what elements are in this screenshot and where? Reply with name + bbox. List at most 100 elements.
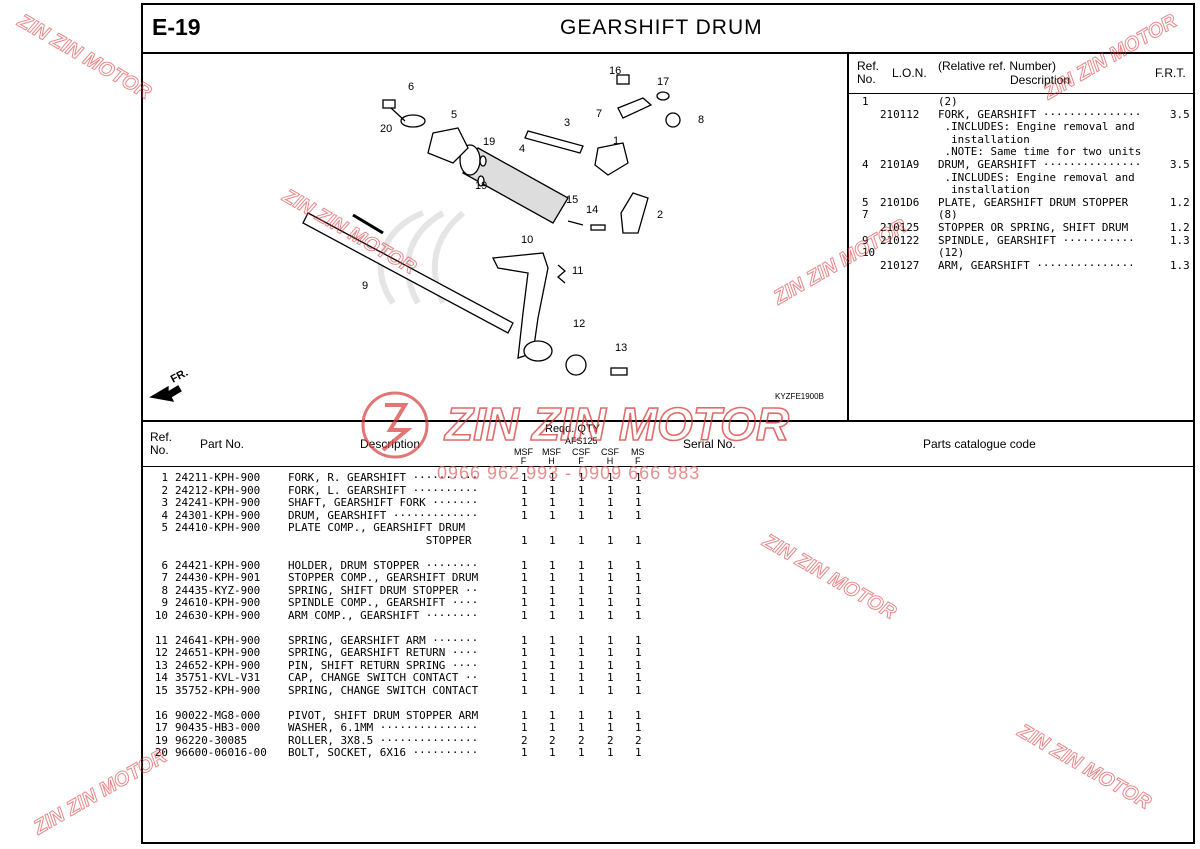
part-qty: 1 — [607, 608, 614, 622]
stopper-plate — [427, 127, 469, 164]
part-ref: 2 — [161, 483, 168, 497]
part-qty: 1 — [578, 746, 585, 759]
parts-header-col5: MS F — [631, 447, 645, 466]
part-qty: 1 — [635, 533, 642, 547]
frt-desc: installation — [938, 132, 1030, 146]
part-number: 24435-KYZ-900 — [175, 583, 261, 597]
part-number: 24651-KPH-900 — [175, 646, 261, 659]
part-qty: 1 — [607, 658, 614, 672]
part-description: STOPPER — [288, 533, 472, 547]
part-qty: 1 — [549, 658, 556, 672]
part-qty: 1 — [578, 721, 585, 734]
part-ref: 4 — [161, 508, 168, 522]
frt-desc: installation — [938, 183, 1030, 197]
frt-desc: .NOTE: Same time for two units — [938, 145, 1142, 159]
part-qty: 2 — [607, 733, 614, 747]
part-ref: 9 — [161, 596, 168, 609]
part-description: FORK, L. GEARSHIFT ·········· — [288, 483, 479, 497]
part-number: 35752-KPH-900 — [175, 683, 261, 697]
part-qty: 1 — [578, 583, 585, 597]
callout: 5 — [451, 109, 457, 121]
frt-header-ref: Ref. No. — [857, 59, 880, 86]
frt-desc: (12) — [938, 246, 965, 260]
frt-desc: SPINDLE, GEARSHIFT ··········· — [938, 233, 1135, 247]
title-divider — [143, 52, 1193, 54]
part-qty: 1 — [521, 596, 528, 609]
part-description: WASHER, 6.1MM ··············· — [288, 721, 479, 734]
frt-lon: 210125 — [880, 221, 920, 234]
part-description: ARM COMP., GEARSHIFT ········ — [288, 608, 479, 622]
return-spring — [565, 354, 587, 376]
part-number: 24430-KPH-901 — [175, 571, 261, 584]
part-qty: 1 — [578, 558, 585, 572]
part-qty: 1 — [521, 633, 528, 647]
callout: 20 — [380, 123, 392, 135]
part-ref: 15 — [154, 683, 168, 697]
part-qty: 1 — [607, 596, 614, 609]
callout: 17 — [657, 76, 669, 88]
part-qty: 1 — [549, 746, 556, 759]
part-description: SPRING, CHANGE SWITCH CONTACT — [288, 683, 479, 697]
parts-header-catalogue: Parts catalogue code — [923, 437, 1036, 451]
part-number: 24652-KPH-900 — [175, 658, 261, 672]
part-qty: 1 — [635, 571, 642, 584]
part-qty: 1 — [607, 683, 614, 697]
part-qty: 1 — [607, 583, 614, 597]
part-description: SPRING, SHIFT DRUM STOPPER ·· — [288, 583, 479, 597]
section-divider — [143, 420, 1193, 422]
frt-desc: STOPPER OR SPRING, SHIFT DRUM — [938, 221, 1129, 234]
part-qty: 1 — [635, 508, 642, 522]
callout: 12 — [573, 318, 585, 330]
frt-desc: .INCLUDES: Engine removal and — [938, 120, 1135, 134]
part-number: 24241-KPH-900 — [175, 496, 261, 509]
part-qty: 1 — [521, 558, 528, 572]
frt-desc: FORK, GEARSHIFT ··············· — [938, 107, 1142, 121]
part-qty: 1 — [607, 746, 614, 759]
part-number: 24630-KPH-900 — [175, 608, 261, 622]
part-qty: 1 — [578, 508, 585, 522]
part-qty: 1 — [549, 533, 556, 547]
part-number: 35751-KVL-V31 — [175, 671, 261, 684]
part-ref: 6 — [161, 558, 168, 572]
part-ref: 10 — [154, 608, 168, 622]
part-qty: 1 — [549, 708, 556, 722]
page-title: GEARSHIFT DRUM — [560, 16, 763, 39]
part-qty: 1 — [635, 633, 642, 647]
part-description: PIN, SHIFT RETURN SPRING ···· — [288, 658, 479, 672]
part-qty: 1 — [549, 721, 556, 734]
part-qty: 1 — [635, 558, 642, 572]
part-ref: 17 — [154, 721, 168, 734]
diagram-divider — [847, 53, 849, 421]
parts-header-serial: Serial No. — [683, 437, 736, 451]
part-qty: 1 — [607, 671, 614, 684]
callout: 16 — [609, 65, 621, 77]
frt-desc: (8) — [938, 208, 958, 222]
part-number: 24211-KPH-900 — [175, 471, 261, 484]
part-ref: 12 — [154, 646, 168, 659]
part-qty: 1 — [549, 646, 556, 659]
parts-header-model-group: AFS125 — [565, 436, 598, 446]
part-ref: 1 — [161, 471, 168, 484]
part-qty: 1 — [578, 483, 585, 497]
part-number: 96600-06016-00 — [175, 746, 267, 759]
part-qty: 1 — [635, 658, 642, 672]
callout: 13 — [615, 342, 627, 354]
part-qty: 2 — [578, 733, 585, 747]
part-qty: 1 — [549, 608, 556, 622]
part-qty: 1 — [549, 596, 556, 609]
part-qty: 1 — [549, 571, 556, 584]
part-description: ROLLER, 3X8.5 ··············· — [288, 733, 479, 747]
part-qty: 1 — [521, 508, 528, 522]
part-qty: 1 — [549, 558, 556, 572]
part-ref: 7 — [161, 571, 168, 584]
part-qty: 1 — [578, 633, 585, 647]
part-qty: 1 — [607, 721, 614, 734]
part-qty: 1 — [607, 483, 614, 497]
frt-header-frt: F.R.T. — [1155, 66, 1186, 80]
front-arrow — [149, 385, 182, 402]
part-qty: 1 — [521, 646, 528, 659]
frt-ref: 1 — [862, 95, 869, 108]
frt-value: 1.3 — [1170, 258, 1190, 272]
callout: 9 — [362, 280, 368, 292]
part-qty: 1 — [578, 496, 585, 509]
